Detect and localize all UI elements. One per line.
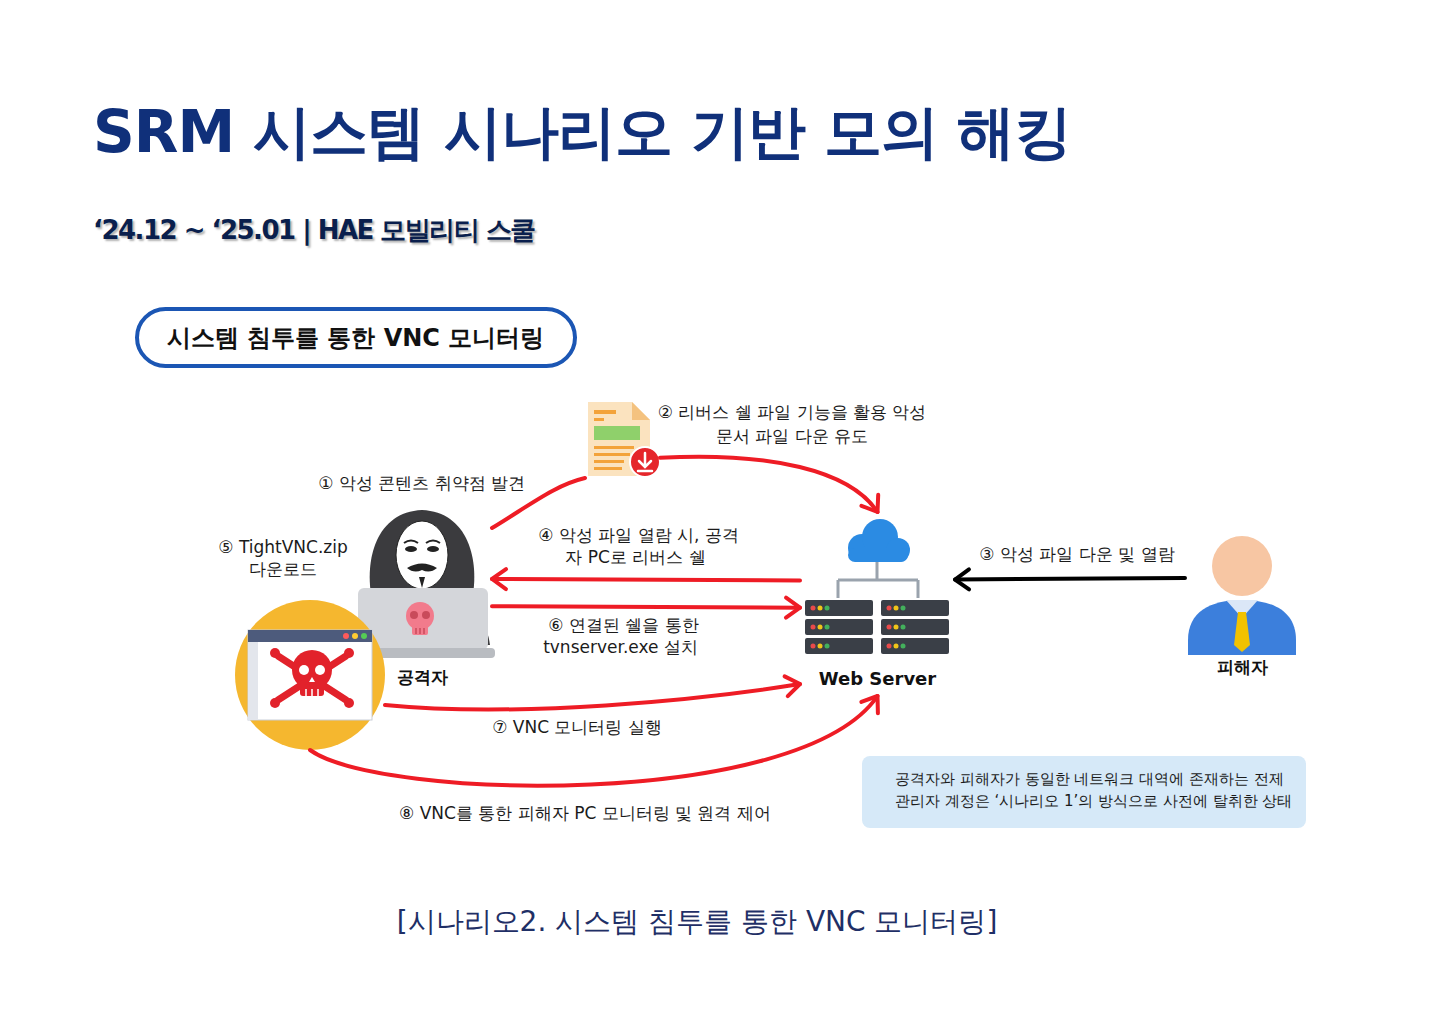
malware-icon	[235, 600, 385, 750]
edge-label-box: ⑥ 연결된 쉘을 통한 tvnserver.exe 설치	[512, 614, 732, 658]
connector	[310, 696, 878, 786]
section-pill: 시스템 침투를 통한 VNC 모니터링	[135, 307, 577, 368]
edge-label: ④ 악성 파일 열람 시, 공격자 PC로 리버스 쉘	[535, 525, 739, 567]
connector-line	[385, 684, 800, 709]
connector-line	[955, 578, 1185, 580]
arrow-head	[492, 569, 506, 589]
edge-label: ③ 악성 파일 다운 및 열람	[976, 544, 1177, 564]
edge-label-box: ⑧ VNC를 통한 피해자 PC 모니터링 및 원격 제어	[375, 802, 795, 824]
node-label: 관리자 계정은 ‘시나리오 1’의 방식으로 사전에 탈취한 상태	[895, 790, 1292, 812]
victim-figure	[1188, 536, 1296, 655]
subtitle: ‘24.12 ~ ‘25.01 | HAE 모빌리티 스쿨	[93, 214, 535, 248]
edge-label-box: ④ 악성 파일 열람 시, 공격자 PC로 리버스 쉘	[527, 524, 747, 568]
node-label: ⑤ TightVNC.zip 다운로드	[208, 536, 358, 580]
arrow-head	[786, 598, 800, 618]
edge-label-box: ① 악성 콘텐츠 취약점 발견	[268, 472, 528, 494]
edge-label: ⑧ VNC를 통한 피해자 PC 모니터링 및 원격 제어	[396, 803, 774, 823]
node-label: 피해자	[1175, 656, 1310, 678]
arrow-head	[861, 495, 878, 512]
connector-line	[310, 696, 878, 786]
edge-label: ⑦ VNC 모니터링 실행	[489, 717, 665, 737]
node-label: ② 리버스 쉘 파일 기능을 활용 악성 문서 파일 다운 유도	[657, 400, 927, 448]
page-title: SRM 시스템 시나리오 기반 모의 해킹	[93, 98, 1071, 168]
connector-line	[492, 606, 800, 607]
edge-label-box: ⑦ VNC 모니터링 실행	[447, 716, 707, 738]
note-box: 공격자와 피해자가 동일한 네트워크 대역에 존재하는 전제관리자 계정은 ‘시…	[862, 756, 1306, 828]
connector	[492, 569, 800, 589]
connector	[955, 569, 1185, 589]
arrow-head	[861, 696, 878, 713]
connector-line	[492, 579, 800, 580]
attacker-node: 공격자	[352, 508, 492, 690]
edge-label: ① 악성 콘텐츠 취약점 발견	[315, 473, 528, 493]
arrow-head	[955, 569, 969, 589]
victim-node: 피해자	[1185, 533, 1300, 680]
document-icon	[588, 402, 660, 477]
edge-label-box: ③ 악성 파일 다운 및 열람	[947, 543, 1207, 565]
malware-node: ⑤ TightVNC.zip 다운로드	[235, 600, 385, 750]
node-label: Web Server	[790, 668, 965, 690]
connector-line	[660, 457, 878, 512]
node-label: 공격자	[352, 666, 492, 688]
node-label: 공격자와 피해자가 동일한 네트워크 대역에 존재하는 전제	[895, 768, 1292, 790]
document-node: ② 리버스 쉘 파일 기능을 활용 악성 문서 파일 다운 유도	[585, 400, 660, 478]
figure-caption: [시나리오2. 시스템 침투를 통한 VNC 모니터링]	[0, 904, 1394, 940]
server-icon	[805, 519, 949, 654]
web-server-node: Web Server	[800, 512, 955, 696]
node-label: 시스템 침투를 통한 VNC 모니터링	[167, 322, 545, 354]
edge-label: ⑥ 연결된 쉘을 통한 tvnserver.exe 설치	[543, 615, 701, 657]
arrow-head	[785, 676, 800, 696]
connector	[660, 457, 878, 512]
